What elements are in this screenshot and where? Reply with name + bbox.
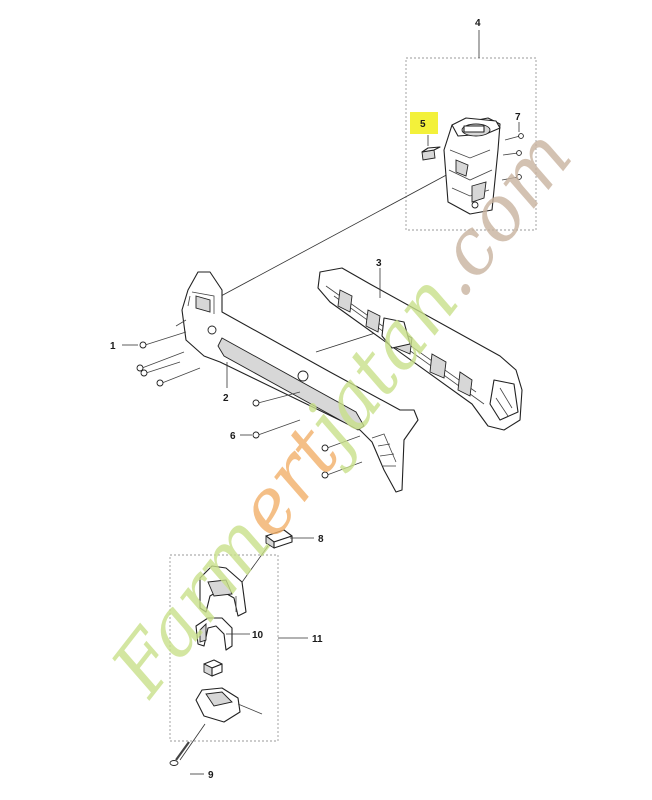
leader-block-clip (239, 545, 269, 586)
part-insert-5 (421, 146, 441, 161)
group-frame-11 (169, 554, 279, 742)
part-handle-bracket (443, 117, 501, 215)
callout-11: 11 (312, 634, 323, 645)
screws-part-1 (136, 331, 201, 387)
part-tube-half-3 (317, 267, 523, 431)
callout-1: 1 (110, 341, 116, 352)
callout-4: 4 (475, 18, 481, 29)
part-bolt-9 (169, 741, 190, 766)
callout-2: 2 (223, 393, 229, 404)
part-clip-lower (195, 687, 263, 723)
callout-5-highlight (410, 112, 438, 134)
part-ring-10 (195, 617, 233, 651)
callout-5: 5 (420, 119, 426, 130)
part-block-8 (265, 529, 293, 549)
callout-9: 9 (208, 770, 214, 781)
leader-handle-bracket (220, 171, 453, 297)
part-handle-body-2 (175, 271, 419, 493)
callout-10: 10 (252, 630, 264, 641)
screws-part-6 (252, 391, 363, 479)
part-clip-upper (199, 565, 247, 617)
callout-3: 3 (376, 258, 382, 269)
callout-8: 8 (318, 534, 324, 545)
group-frame-4 (405, 57, 537, 231)
bracket-screws (501, 133, 524, 181)
leader-group-bolt (179, 723, 206, 761)
part-small-block (203, 659, 223, 677)
callout-7: 7 (515, 112, 521, 123)
callout-6: 6 (230, 431, 236, 442)
